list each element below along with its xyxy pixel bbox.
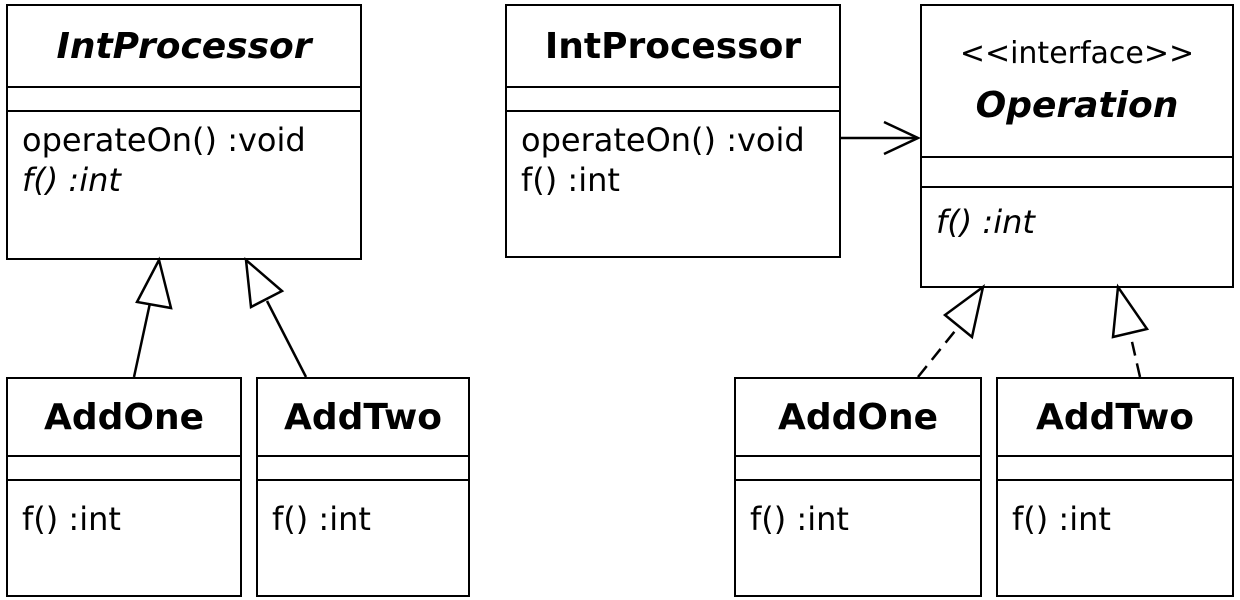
class-intprocessor-abstract: IntProcessor operateOn() :void f() :int	[6, 4, 362, 260]
operations-compartment: f() :int	[998, 481, 1232, 539]
operations-compartment: f() :int	[922, 188, 1232, 242]
attributes-compartment	[922, 156, 1232, 188]
attributes-compartment	[736, 455, 980, 481]
hollow-triangle-arrowhead	[1111, 283, 1150, 339]
operation: operateOn() :void	[521, 121, 805, 159]
stereotype-label: <<interface>>	[959, 36, 1195, 71]
operations-compartment: f() :int	[8, 481, 240, 539]
attributes-compartment	[258, 455, 468, 481]
operations-compartment: operateOn() :void f() :int	[8, 112, 360, 200]
class-addone-left: AddOne f() :int	[6, 377, 242, 597]
class-name: IntProcessor	[56, 25, 312, 67]
operation: f() :int	[22, 500, 121, 538]
operation: operateOn() :void	[22, 121, 306, 159]
operation: f() :int	[1012, 500, 1111, 538]
generalization-line	[132, 302, 152, 378]
class-addtwo-left: AddTwo f() :int	[256, 377, 470, 597]
class-addtwo-right: AddTwo f() :int	[996, 377, 1234, 597]
interface-operation: <<interface>> Operation f() :int	[920, 4, 1234, 288]
operation: f() :int	[521, 161, 620, 199]
hollow-triangle-arrowhead	[942, 284, 985, 340]
realization-line	[1128, 332, 1142, 378]
attributes-compartment	[8, 455, 240, 481]
class-name: AddTwo	[284, 396, 442, 438]
interface-header: <<interface>> Operation	[922, 6, 1232, 156]
operation-abstract: f() :int	[22, 161, 121, 199]
operations-compartment: operateOn() :void f() :int	[507, 112, 839, 200]
hollow-triangle-arrowhead	[244, 256, 285, 309]
class-name: AddOne	[777, 396, 939, 438]
attributes-compartment	[998, 455, 1232, 481]
operation: f() :int	[272, 500, 371, 538]
attributes-compartment	[8, 86, 360, 112]
generalization-line	[265, 300, 308, 378]
operation: f() :int	[750, 500, 849, 538]
class-name: IntProcessor	[544, 25, 802, 67]
attributes-compartment	[507, 86, 839, 112]
class-name: AddOne	[43, 396, 205, 438]
class-name: AddTwo	[1036, 396, 1194, 438]
operations-compartment: f() :int	[258, 481, 468, 539]
open-arrowhead	[883, 120, 921, 156]
operation-abstract: f() :int	[936, 203, 1035, 241]
class-intprocessor: IntProcessor operateOn() :void f() :int	[505, 4, 841, 258]
operations-compartment: f() :int	[736, 481, 980, 539]
hollow-triangle-arrowhead	[135, 256, 173, 310]
class-name: Operation	[975, 85, 1179, 126]
realization-line	[917, 325, 960, 378]
class-addone-right: AddOne f() :int	[734, 377, 982, 597]
